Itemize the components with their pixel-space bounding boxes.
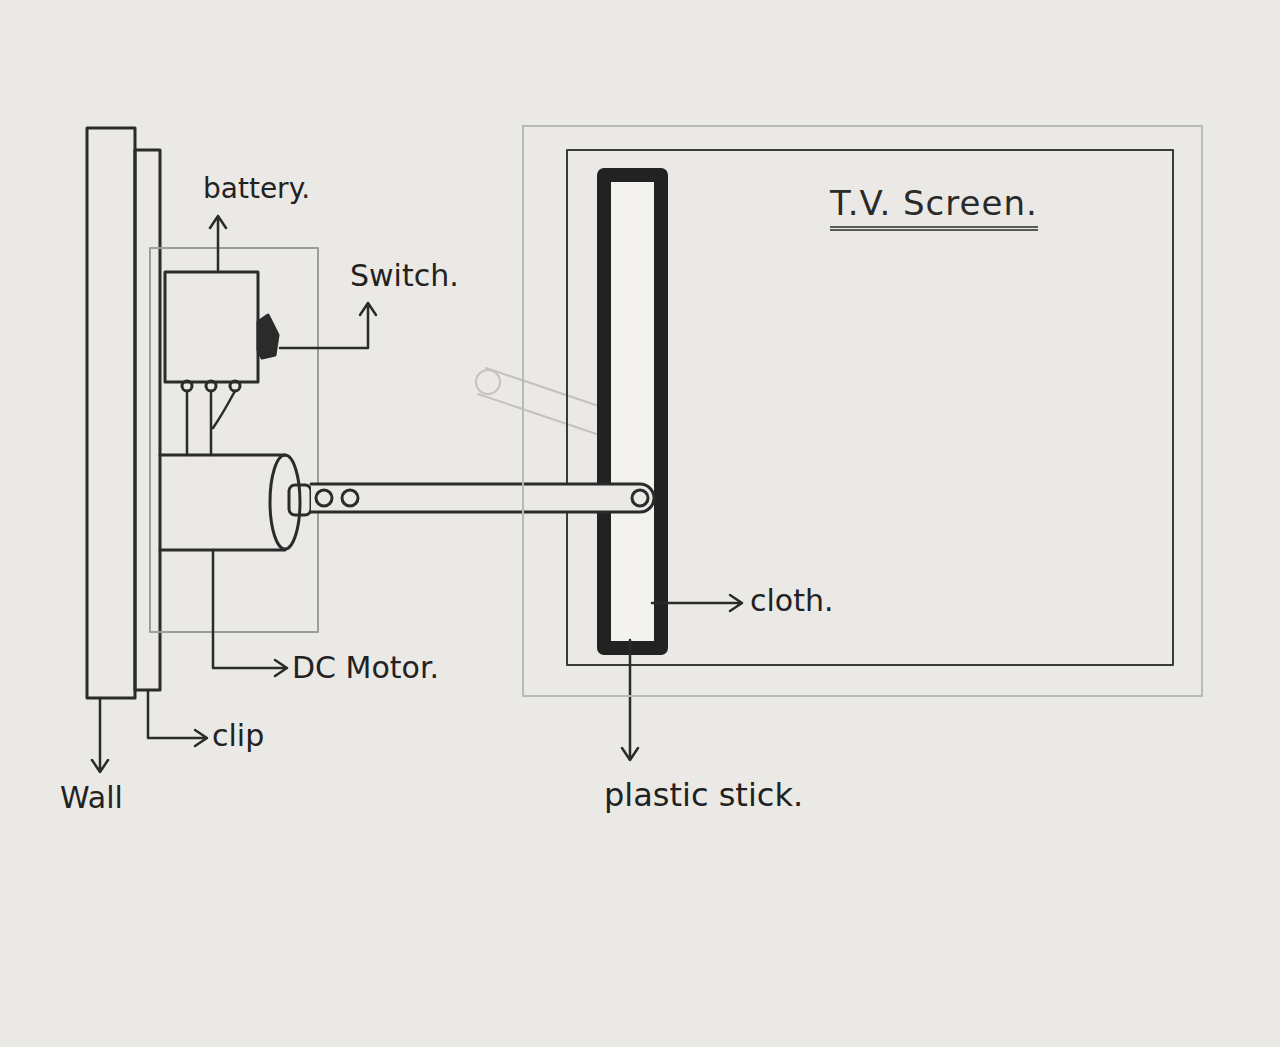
battery-terminal [230,381,240,391]
leader-line [622,640,638,760]
part-label: Wall [60,780,123,816]
part-label: cloth. [750,583,834,619]
battery-terminal [182,381,192,391]
plastic-stick [604,175,661,648]
rod-hole [342,490,358,506]
leader-line [280,303,376,348]
part-label: DC Motor. [292,650,439,686]
leader-line [92,698,108,772]
rod-hole [316,490,332,506]
part-label: clip [212,718,264,754]
leader-line [652,595,742,611]
switch [258,315,278,358]
motor-end [270,455,300,549]
rod-pivot [632,490,648,506]
clip [135,150,160,690]
screen-inner-frame [567,150,1173,665]
battery [165,272,258,382]
motor-body [160,455,285,550]
leader-line [210,216,226,270]
screen-frame: T.V. Screen. [522,125,1203,697]
battery-terminal [206,381,216,391]
wall [87,128,135,698]
part-label: plastic stick. [604,776,803,814]
rod [311,484,654,512]
wire [187,391,235,455]
rod-ghost-end [476,370,500,394]
motor-shaft [289,485,311,515]
leader-line [213,550,287,676]
mount-box [150,248,318,632]
part-label: battery. [203,172,310,206]
leader-line [148,690,207,746]
part-label: Switch. [350,258,459,294]
screen-title: T.V. Screen. [830,183,1038,231]
